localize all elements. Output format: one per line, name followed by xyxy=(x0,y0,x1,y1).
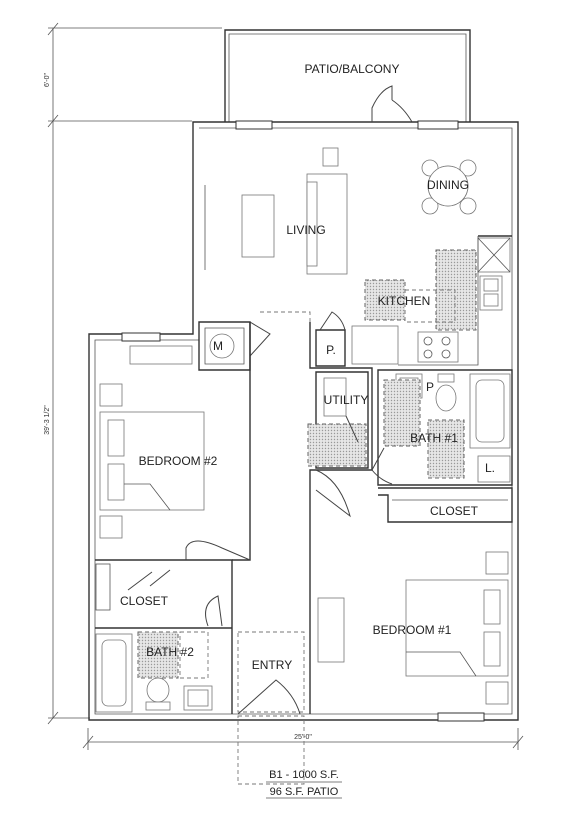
patio-label: PATIO/BALCONY xyxy=(305,62,400,76)
dining-label: DINING xyxy=(427,178,469,192)
mechanical-closet xyxy=(198,321,271,371)
living-label: LIVING xyxy=(286,223,325,237)
bath1-p-label: P xyxy=(426,380,434,394)
living-furniture xyxy=(204,147,348,275)
bath-2 xyxy=(95,595,223,713)
closet-2 xyxy=(95,563,171,611)
bedroom2-label: BEDROOM #2 xyxy=(139,454,218,468)
utility-room xyxy=(307,377,367,467)
patio-depth-dimension: 6'-0" xyxy=(44,73,51,87)
unit-size-label: B1 - 1000 S.F. xyxy=(269,769,339,781)
bedroom-2-furniture xyxy=(99,345,251,561)
dining-table xyxy=(421,159,477,215)
bath-1 xyxy=(371,373,511,485)
patio-size-label: 96 S.F. PATIO xyxy=(270,786,339,798)
entry xyxy=(237,631,305,785)
kitchen-label: KITCHEN xyxy=(378,294,431,308)
pantry-label: P. xyxy=(326,343,336,357)
bath2-label: BATH #2 xyxy=(146,645,194,659)
closet1-label: CLOSET xyxy=(430,504,479,518)
bath1-label: BATH #1 xyxy=(410,431,458,445)
patio-door xyxy=(371,85,413,123)
mech-label: M xyxy=(213,339,223,353)
entry-label: ENTRY xyxy=(252,658,292,672)
utility-label: UTILITY xyxy=(324,393,369,407)
exterior-walls xyxy=(88,120,519,722)
bedroom1-label: BEDROOM #1 xyxy=(373,623,452,637)
overall-width-dimension: 25'-0" xyxy=(294,734,312,741)
unit-caption xyxy=(266,781,342,799)
bedroom-1-furniture xyxy=(315,469,509,705)
closet2-label: CLOSET xyxy=(120,594,169,608)
pantry xyxy=(315,311,346,367)
dimension-lines xyxy=(47,22,524,750)
kitchen xyxy=(351,235,512,366)
linen-label: L. xyxy=(485,461,495,475)
patio-balcony xyxy=(224,29,471,122)
overall-depth-dimension: 39'-3 1/2" xyxy=(44,405,51,435)
